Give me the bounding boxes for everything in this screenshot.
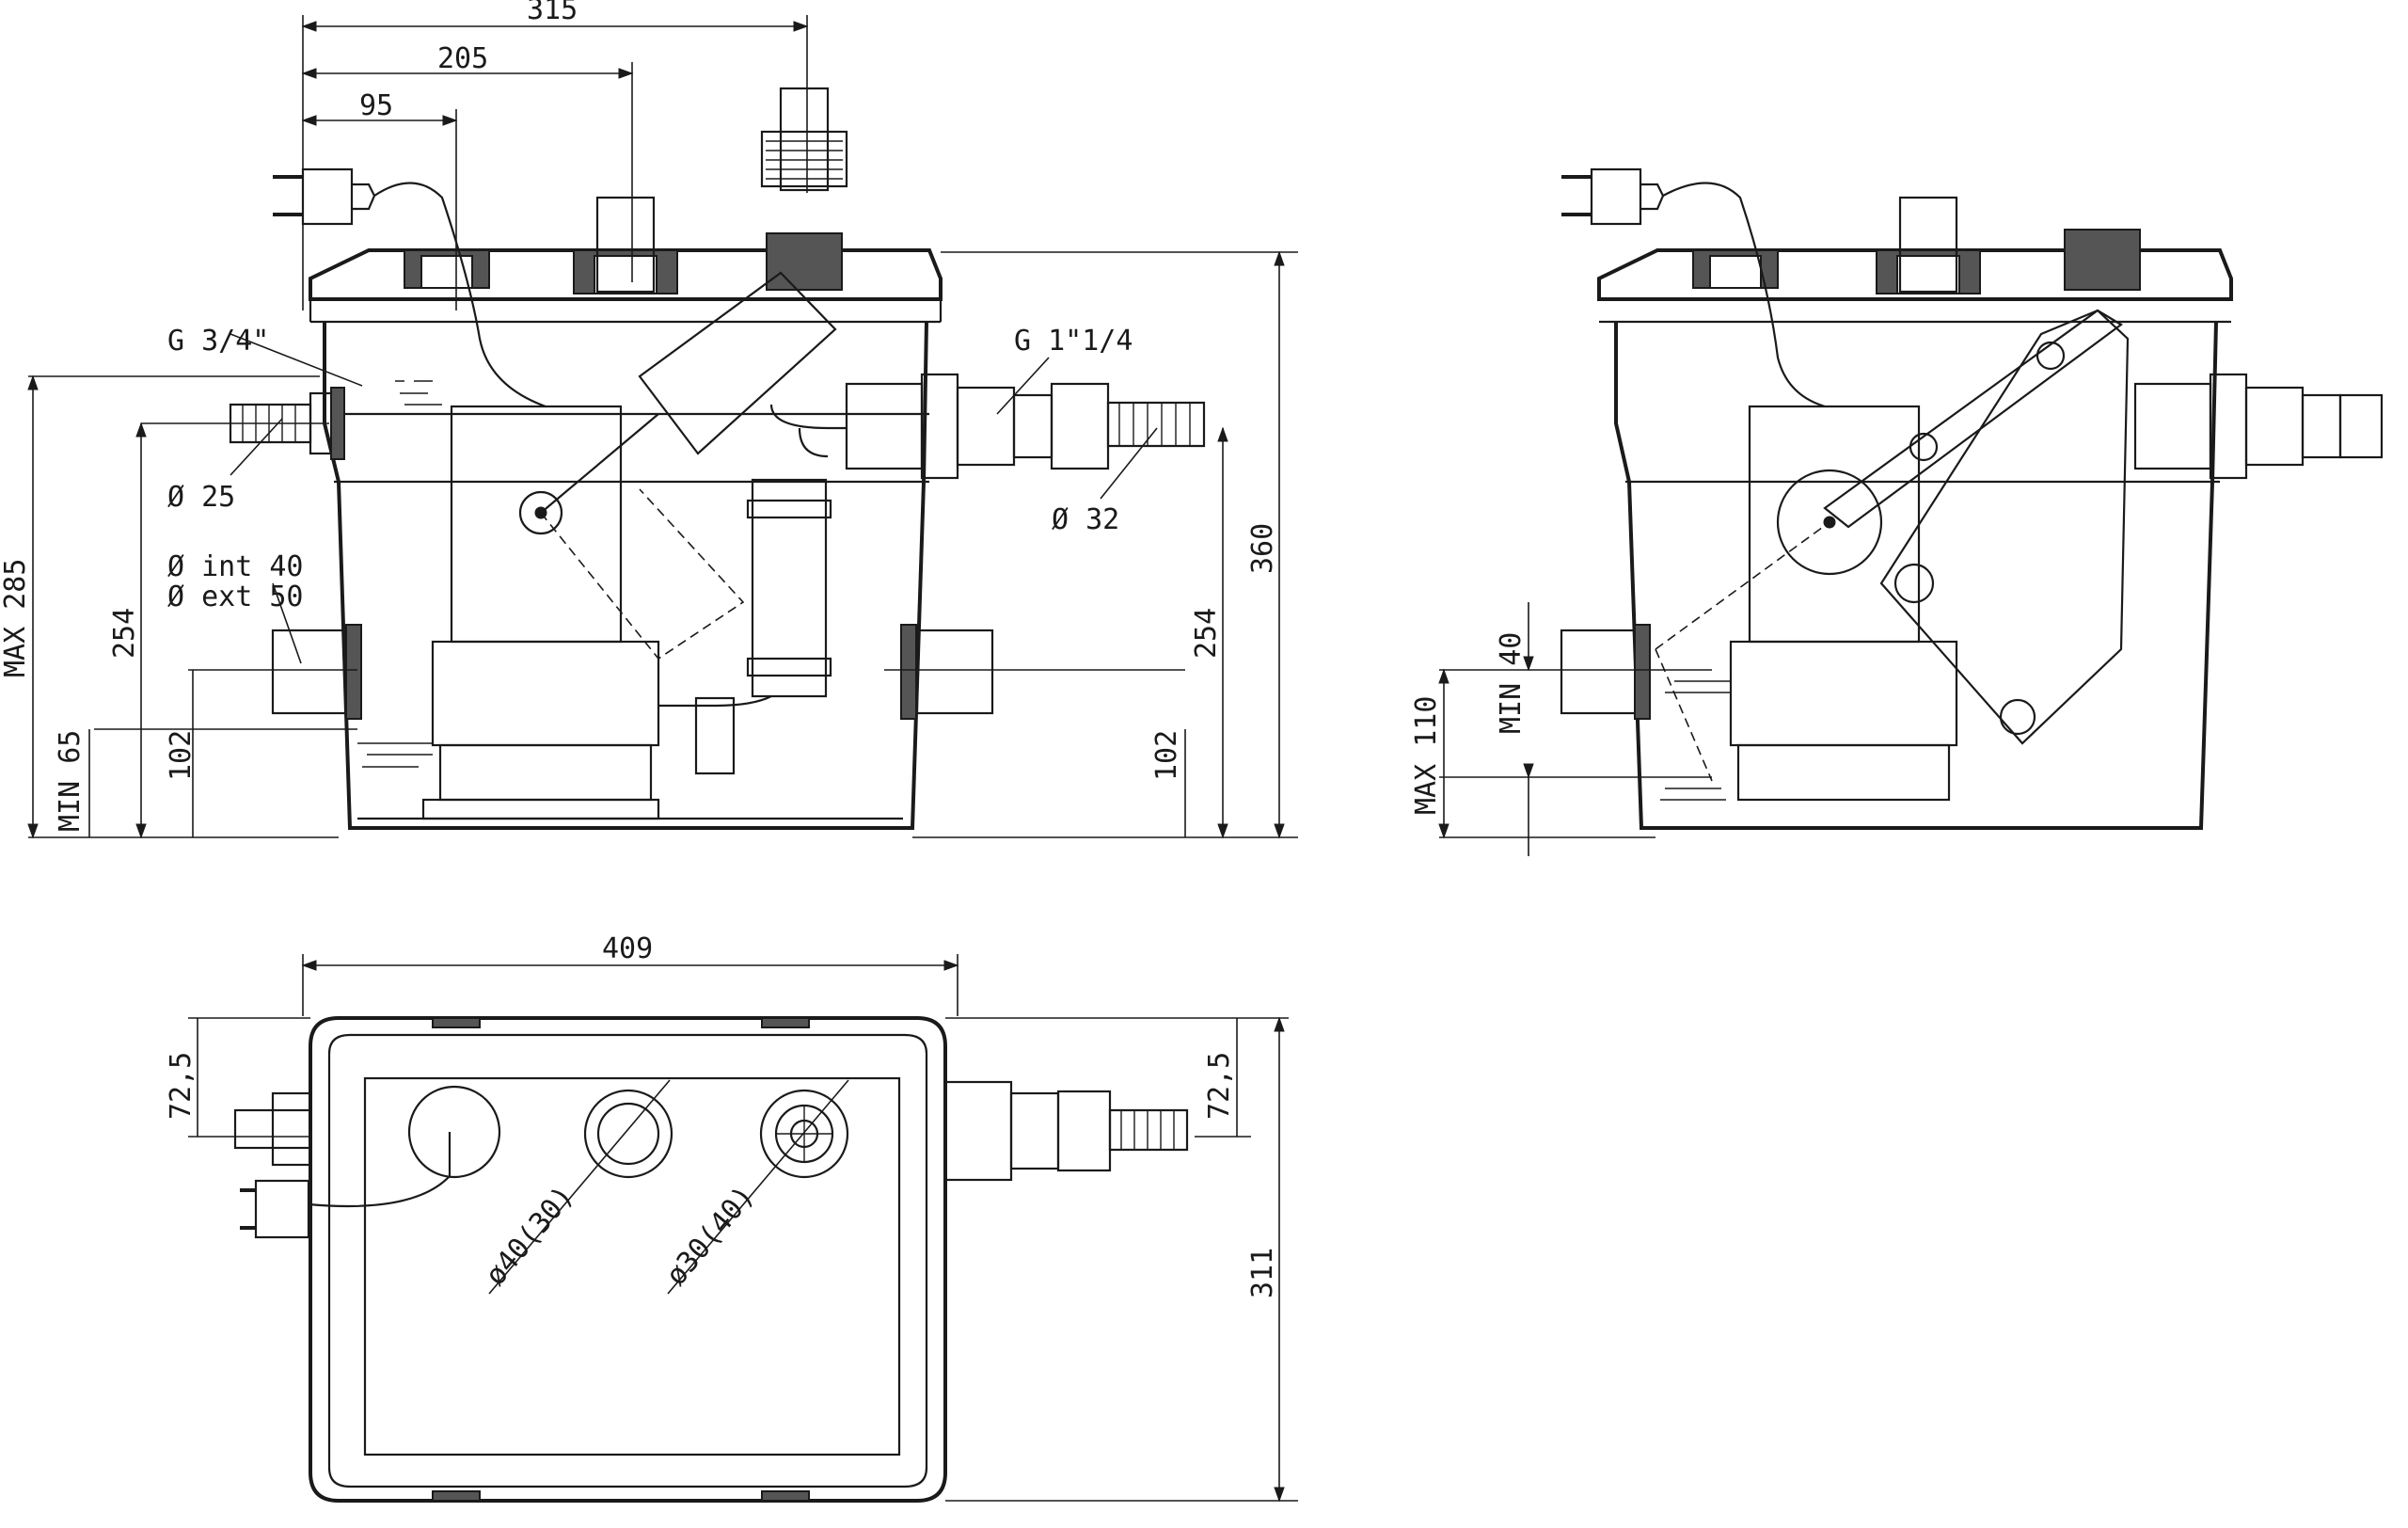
dim-plan-409: 409 xyxy=(602,932,653,965)
dim-right-102: 102 xyxy=(1150,730,1183,781)
side-view xyxy=(1438,167,2384,856)
dim-315: 315 xyxy=(527,0,578,26)
label-g-inlet: G 3/4" xyxy=(167,325,269,358)
outlet-connector xyxy=(845,373,1206,480)
label-plan-dia40: ø40(30) xyxy=(479,1180,580,1292)
dim-plan-72-right: 72,5 xyxy=(1203,1052,1236,1120)
front-view xyxy=(27,15,1298,839)
vent-cap xyxy=(760,130,848,188)
plan-view xyxy=(188,954,1298,1503)
dim-min-65: MIN 65 xyxy=(54,730,87,832)
dim-plan-72-left: 72,5 xyxy=(165,1052,198,1120)
float-switch xyxy=(518,271,837,661)
dim-min-40: MIN 40 xyxy=(1495,632,1528,734)
label-dia-ext: Ø ext 50 xyxy=(167,581,304,613)
label-dia-int: Ø int 40 xyxy=(167,550,304,583)
dim-left-254: 254 xyxy=(108,608,141,659)
dim-left-102: 102 xyxy=(165,730,198,781)
dim-right-254: 254 xyxy=(1190,608,1223,659)
label-g-outlet: G 1"1/4 xyxy=(1014,325,1133,358)
dim-max-285: MAX 285 xyxy=(0,559,32,677)
dim-95: 95 xyxy=(359,89,393,122)
power-plug xyxy=(273,167,547,408)
label-plan-dia30: ø30(40) xyxy=(659,1180,761,1292)
dim-max-110: MAX 110 xyxy=(1410,696,1443,815)
dim-plan-311: 311 xyxy=(1246,1248,1279,1298)
vent-grate xyxy=(759,1089,849,1179)
dim-height-360: 360 xyxy=(1246,523,1279,574)
dim-205: 205 xyxy=(437,42,488,75)
float-lever xyxy=(1655,309,2130,782)
label-dia-32: Ø 32 xyxy=(1052,503,1119,536)
labels: 315 205 95 G 3/4" G 1"1/4 Ø 25 Ø 32 Ø in… xyxy=(0,0,1528,1298)
label-dia-25: Ø 25 xyxy=(167,481,235,514)
